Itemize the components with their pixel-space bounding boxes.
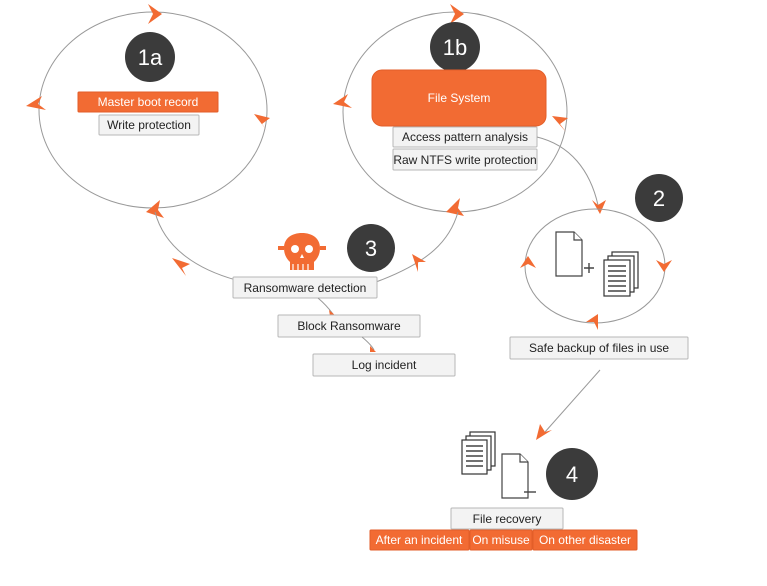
documents-stack-icon	[461, 431, 496, 475]
cycle-1a: 1a Master boot record Write protection	[26, 4, 270, 218]
arrowhead-icon	[592, 200, 606, 214]
arrowhead-icon	[656, 260, 672, 272]
badge-4-label: 4	[566, 462, 578, 487]
raw-ntfs-box	[392, 148, 538, 171]
stage-4: 4 File recovery After an incident On mis…	[369, 431, 638, 551]
arrowhead-icon	[552, 116, 568, 132]
write-protection-label: Write protection	[107, 118, 191, 132]
arrowhead-icon	[370, 346, 376, 352]
arrowhead-icon	[412, 254, 426, 272]
badge-3-label: 3	[365, 236, 377, 261]
documents-stack-icon	[603, 251, 639, 297]
file-system-box	[371, 69, 547, 127]
safe-backup-label: Safe backup of files in use	[529, 341, 669, 355]
arrowhead-icon	[26, 96, 46, 110]
arrowhead-icon	[520, 256, 536, 268]
skull-icon	[278, 233, 326, 270]
arrowhead-icon	[333, 94, 352, 108]
option-on-misuse-label: On misuse	[472, 533, 530, 547]
connector-2-to-4	[544, 369, 601, 433]
block-ransomware-label: Block Ransomware	[297, 319, 401, 333]
option-after-incident-box	[369, 529, 470, 551]
arc-1b-to-3	[375, 211, 459, 283]
option-other-disaster-box	[532, 529, 638, 551]
master-boot-record-label: Master boot record	[98, 95, 199, 109]
cycle-2-ring	[524, 208, 666, 324]
document-add-icon	[555, 231, 594, 277]
file-recovery-label: File recovery	[473, 512, 542, 526]
badge-1a	[125, 32, 175, 82]
badge-1b-label: 1b	[443, 35, 467, 60]
arrowhead-icon	[172, 258, 190, 276]
stage-3: 3 Ransomware detection Block Ransomware …	[154, 211, 459, 377]
arc-1a-to-3	[154, 211, 237, 281]
document-remove-icon	[501, 453, 536, 499]
cycle-1b: 1b File System Access pattern analysis R…	[333, 4, 568, 216]
arrowhead-icon	[536, 424, 552, 440]
option-other-disaster-label: On other disaster	[539, 533, 631, 547]
badge-1a-label: 1a	[138, 45, 163, 70]
badge-3	[347, 224, 395, 272]
log-incident-box	[312, 353, 456, 377]
arrowhead-icon	[446, 198, 464, 216]
badge-1b	[430, 22, 480, 72]
file-system-label: File System	[428, 91, 491, 105]
badge-2	[635, 174, 683, 222]
arrowhead-icon	[148, 4, 162, 24]
arrowhead-icon	[146, 200, 164, 218]
option-after-incident-label: After an incident	[376, 533, 463, 547]
connector-3b	[361, 336, 375, 351]
option-on-misuse-box	[469, 529, 533, 551]
raw-ntfs-label: Raw NTFS write protection	[393, 153, 536, 167]
safe-backup-box	[509, 336, 689, 360]
access-pattern-label: Access pattern analysis	[402, 130, 528, 144]
badge-2-label: 2	[653, 186, 665, 211]
cycle-2: 2 Safe backup of files in use	[509, 174, 689, 360]
connector-1b-to-2	[536, 136, 599, 206]
write-protection-box	[98, 114, 200, 136]
master-boot-record-box	[77, 91, 219, 113]
arrowhead-icon	[254, 114, 270, 132]
badge-4	[546, 448, 598, 500]
block-ransomware-box	[277, 314, 421, 338]
arrowhead-icon	[450, 4, 464, 24]
ransomware-detection-box	[232, 276, 378, 299]
ransomware-detection-label: Ransomware detection	[244, 281, 367, 295]
log-incident-label: Log incident	[352, 358, 417, 372]
file-recovery-box	[450, 507, 564, 530]
arrowhead-icon	[586, 314, 598, 330]
